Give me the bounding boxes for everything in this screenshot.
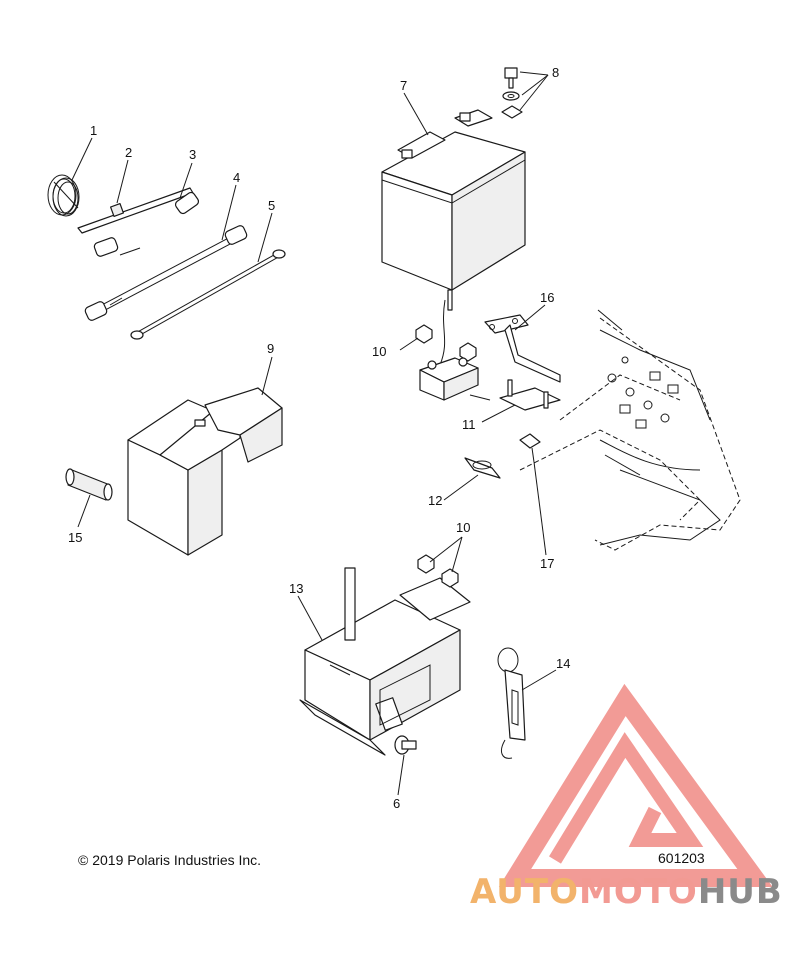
part-14-hold-down-strap: [497, 647, 526, 759]
callout-2: 2: [125, 145, 132, 160]
wordmark-part-hub: HUB: [697, 872, 783, 912]
relay-solenoid: [419, 289, 491, 401]
part-12-strap-clip: [464, 457, 501, 479]
triangle-m-logo-icon: [498, 683, 773, 887]
callout-15: 15: [68, 530, 82, 545]
copyright-notice: © 2019 Polaris Industries Inc.: [78, 852, 262, 868]
part-16-relay-bracket: [484, 314, 561, 383]
callout-9: 9: [267, 341, 274, 356]
callout-17: 17: [540, 556, 554, 571]
part-5-ground-strap: [130, 249, 286, 340]
part-9-battery-cover: [127, 387, 283, 556]
callout-11: 11: [462, 417, 476, 432]
part-13-battery-tray: [299, 567, 471, 756]
callout-5: 5: [268, 198, 275, 213]
part-15-terminal-boot: [65, 468, 113, 501]
callout-10-upper: 10: [372, 344, 386, 359]
callout-14: 14: [556, 656, 570, 671]
wordmark-part-auto: AUTO: [470, 872, 579, 912]
part-10-nuts-upper: [415, 324, 477, 362]
callout-8: 8: [552, 65, 559, 80]
callout-12: 12: [428, 493, 442, 508]
watermark-wordmark: AUTOMOTOHUB: [470, 870, 795, 914]
callout-4: 4: [233, 170, 240, 185]
part-6-bolt: [394, 735, 417, 755]
part-7-battery: [381, 109, 526, 291]
drawing-number: 601203: [658, 850, 705, 866]
part-3-battery-cable-short: [93, 191, 200, 257]
part-10-nuts-lower: [417, 554, 459, 588]
callout-7: 7: [400, 78, 407, 93]
part-1-coiled-cable: [47, 174, 80, 217]
part-8-bolt-washer-nut: [501, 67, 523, 119]
callout-1: 1: [90, 123, 97, 138]
callout-10-lower: 10: [456, 520, 470, 535]
part-17-connector: [519, 433, 541, 463]
part-11-mounting-plate: [499, 379, 561, 411]
callout-3: 3: [189, 147, 196, 162]
callout-6: 6: [393, 796, 400, 811]
callout-13: 13: [289, 581, 303, 596]
callout-16: 16: [540, 290, 554, 305]
part-4-battery-cable-long: [84, 225, 248, 321]
wordmark-part-moto: MOTO: [578, 872, 698, 912]
chassis-frame: [519, 309, 741, 551]
